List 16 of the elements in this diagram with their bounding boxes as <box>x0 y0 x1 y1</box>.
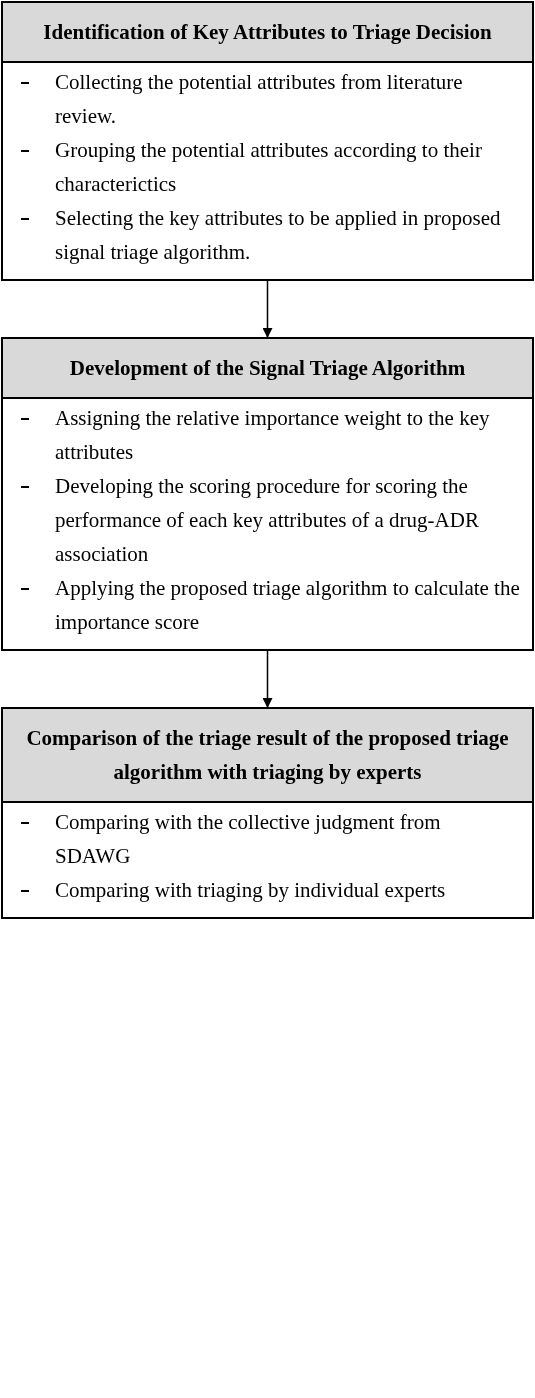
process-box <box>1 707 534 919</box>
bullet-text: Selecting the key attributes to be applied in proposed signal triage algorithm. <box>55 205 502 266</box>
bullet-text: Grouping the potential attributes according to their characterictics <box>55 137 483 198</box>
bullet-text: Applying the proposed triage algorithm to calculate the importance score <box>55 575 520 636</box>
bullet-text: Developing the scoring procedure for scoring the performance of each key attributes of a drug-ADR association <box>55 473 480 568</box>
box-heading: Identification of Key Attributes to Triage Decision <box>3 3 532 63</box>
bullet-text: Collecting the potential attributes from literature review. <box>55 69 464 130</box>
arrow <box>262 650 273 708</box>
box-heading: Comparison of the triage result of the proposed triage algorithm with triaging by experts <box>3 709 532 803</box>
bullet-text: Comparing with triaging by individual experts <box>55 877 446 904</box>
bullet-text: Assigning the relative importance weight to the key attributes <box>55 405 491 466</box>
arrow <box>262 280 273 338</box>
process-box <box>1 1 534 281</box>
process-box <box>1 337 534 651</box>
box-heading: Development of the Signal Triage Algorithm <box>3 339 532 399</box>
bullet-text: Comparing with the collective judgment from SDAWG <box>55 809 442 870</box>
